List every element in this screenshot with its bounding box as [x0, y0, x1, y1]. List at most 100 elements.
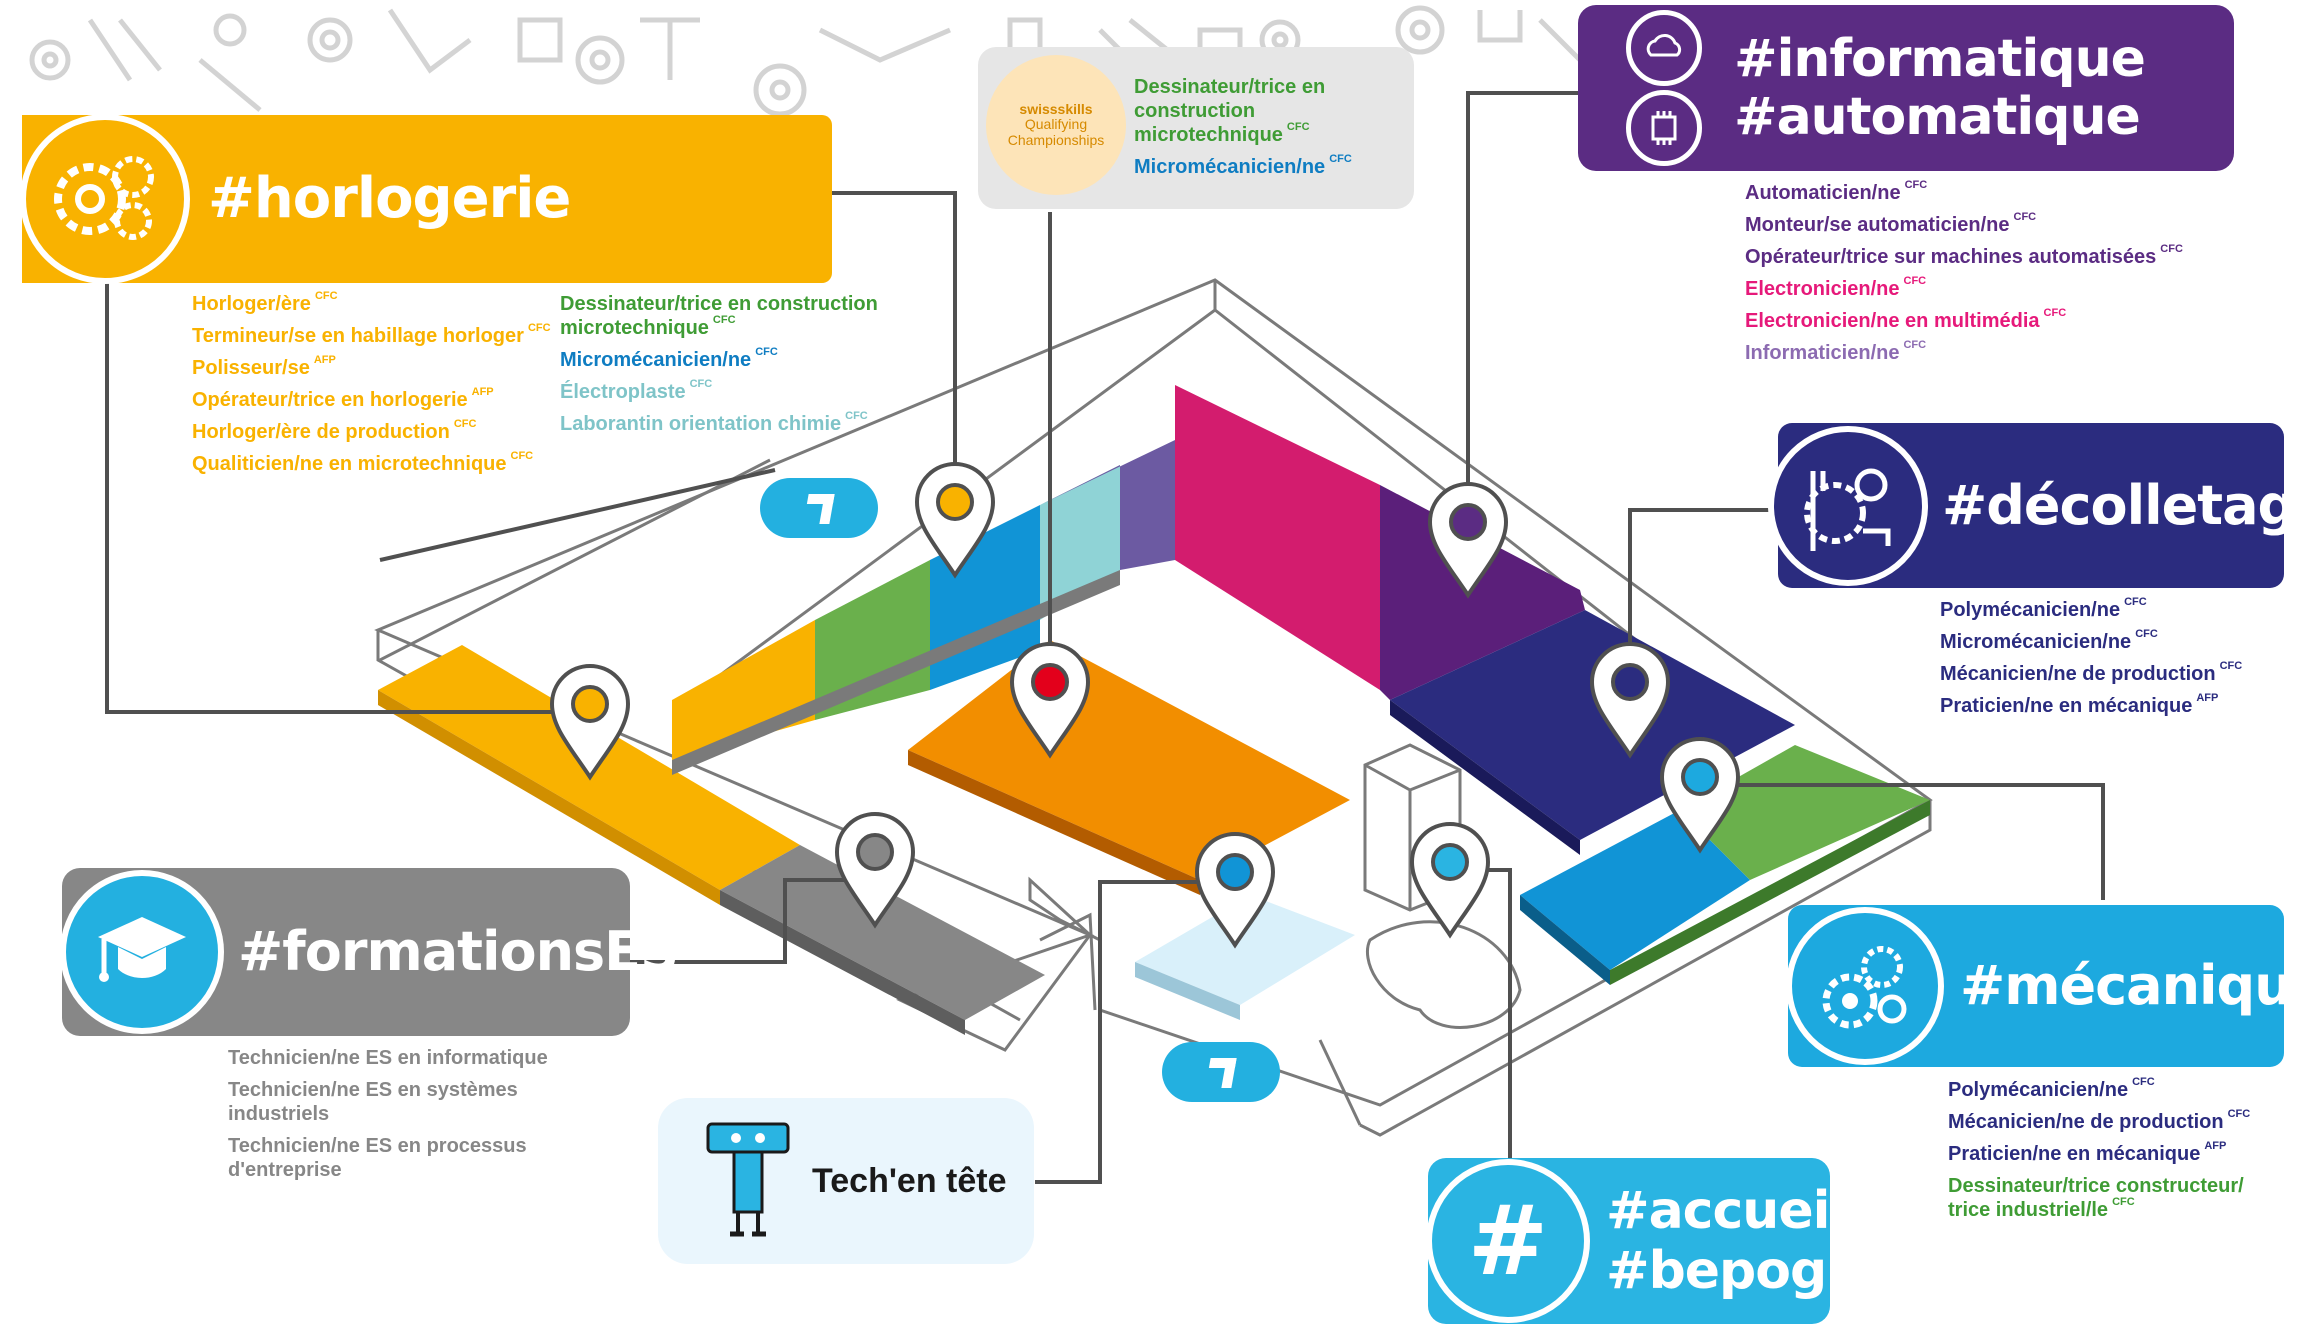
- decolletage-tag: #décolletage: [1942, 473, 2300, 537]
- profession-level: CFC: [1329, 153, 1352, 165]
- horlogerie-tag: #horlogerie: [208, 166, 571, 231]
- profession-level: CFC: [755, 346, 778, 358]
- informatique-tag: #informatique: [1734, 29, 2146, 89]
- stand-mecanique: [1520, 745, 1930, 985]
- swissskills-professions: Dessinateur/trice en construction microt…: [1134, 75, 1404, 187]
- profession-name: Monteur/se automaticien/ne: [1745, 214, 2010, 236]
- profession-level: CFC: [2219, 660, 2243, 672]
- connector-lines: [105, 91, 2105, 1184]
- gears-icon: [20, 114, 190, 284]
- informatique-tags: #informatique #automatique: [1734, 29, 2146, 147]
- display-case: [1363, 743, 1522, 1029]
- profession-item: Dessinateur/trice en construction microt…: [560, 292, 920, 340]
- profession-name: Informaticien/ne: [1745, 342, 1900, 364]
- hashtag-icon: #: [1426, 1159, 1590, 1323]
- stand-swissskills: [908, 640, 1350, 895]
- profession-name: Electronicien/ne: [1745, 278, 1900, 300]
- profession-level: AFP: [313, 354, 336, 366]
- techentete-panel[interactable]: Tech'en tête: [658, 1098, 1034, 1264]
- gear-icon-graphic: [54, 156, 154, 240]
- profession-name: Électroplaste: [560, 381, 686, 403]
- formations-tag: #formationsES: [238, 920, 679, 983]
- profession-name: Micromécanicien/ne: [1940, 631, 2132, 653]
- swissskills-logo: swissskills Qualifying Championships: [986, 55, 1126, 195]
- profession-name: Polisseur/se: [192, 357, 310, 379]
- swissskills-panel[interactable]: swissskills Qualifying Championships Des…: [978, 47, 1414, 209]
- profession-name: Polymécanicien/ne: [1940, 599, 2121, 621]
- profession-name: Micromécanicien/ne: [560, 349, 752, 371]
- profession-level: CFC: [2112, 1196, 2135, 1208]
- gears-icon: [1786, 907, 1944, 1065]
- stand-techentete: [1135, 895, 1355, 1020]
- profession-item: Technicien/ne ES en systèmes industriels: [228, 1078, 608, 1126]
- horlogerie-header[interactable]: #horlogerie: [20, 114, 832, 284]
- stand-decolletage: [1390, 610, 1795, 855]
- bepog-tag: #bepog: [1606, 1241, 1827, 1301]
- automatique-tag: #automatique: [1734, 87, 2141, 147]
- graduation-cap-icon: [60, 870, 224, 1034]
- cap-graphic: [98, 917, 186, 982]
- cloud-icon: [1646, 34, 1682, 57]
- accueil-header[interactable]: # #accueil #bepog: [1426, 1158, 1847, 1324]
- profession-item: Technicien/ne ES en processus d'entrepri…: [228, 1134, 608, 1182]
- profession-level: CFC: [2013, 211, 2037, 223]
- profession-name: Praticien/ne en mécanique: [1948, 1143, 2201, 1165]
- accueil-tags: #accueil #bepog: [1606, 1185, 1847, 1301]
- profession-name: Automaticien/ne: [1745, 182, 1901, 204]
- profession-name: Dessinateur/trice constructeur/ trice in…: [1948, 1175, 2244, 1221]
- profession-name: Qualiticien/ne en microtechnique: [192, 453, 507, 475]
- decolletage-header[interactable]: #décolletage: [1768, 423, 2300, 588]
- profession-name: Laborantin orientation chimie: [560, 413, 842, 435]
- location-pin-icon: [834, 812, 916, 929]
- profession-level: CFC: [689, 378, 713, 390]
- profession-level: CFC: [2043, 307, 2067, 319]
- profession-level: AFP: [471, 386, 494, 398]
- mecanique-tag: #mécanique: [1960, 954, 2300, 1017]
- chip-icon: [1651, 111, 1677, 145]
- location-pin-icon: [1409, 822, 1491, 939]
- formations-header[interactable]: #formationsES: [60, 868, 679, 1036]
- informatique-header[interactable]: #informatique #automatique: [1578, 5, 2234, 171]
- gear-cluster-graphic: [1822, 946, 1907, 1029]
- profession-level: CFC: [2227, 1108, 2251, 1120]
- mecanique-header[interactable]: #mécanique: [1786, 905, 2300, 1067]
- profession-name: Technicien/ne ES en processus d'entrepri…: [228, 1135, 527, 1181]
- profession-level: AFP: [2204, 1140, 2227, 1152]
- direction-marker: [1162, 1042, 1280, 1102]
- profession-name: Technicien/ne ES en systèmes industriels: [228, 1079, 518, 1125]
- tools-doodle-background: [29, 5, 1582, 117]
- stand-formations: [720, 845, 1045, 1035]
- profession-item: Technicien/ne ES en informatique: [228, 1046, 608, 1070]
- direction-marker: [760, 478, 878, 538]
- profession-level: CFC: [1903, 275, 1927, 287]
- profession-name: Technicien/ne ES en informatique: [228, 1047, 548, 1069]
- profession-level: CFC: [2135, 628, 2158, 640]
- location-pins: [549, 462, 1741, 949]
- location-pin-icon: [1009, 642, 1091, 759]
- location-pin-icon: [1659, 737, 1741, 854]
- lathe-icon: [1768, 425, 1928, 586]
- profession-name: Opérateur/trice en horlogerie: [192, 389, 468, 411]
- profession-item: Opérateur/trice sur machines automatisée…: [1745, 243, 2285, 269]
- swissskills-qualifying: Qualifying: [1024, 116, 1088, 133]
- circuit-icon: [1626, 10, 1702, 166]
- profession-level: CFC: [510, 450, 534, 462]
- profession-level: CFC: [1286, 121, 1310, 133]
- profession-name: Termineur/se en habillage horloger: [192, 325, 524, 347]
- profession-level: CFC: [314, 290, 338, 302]
